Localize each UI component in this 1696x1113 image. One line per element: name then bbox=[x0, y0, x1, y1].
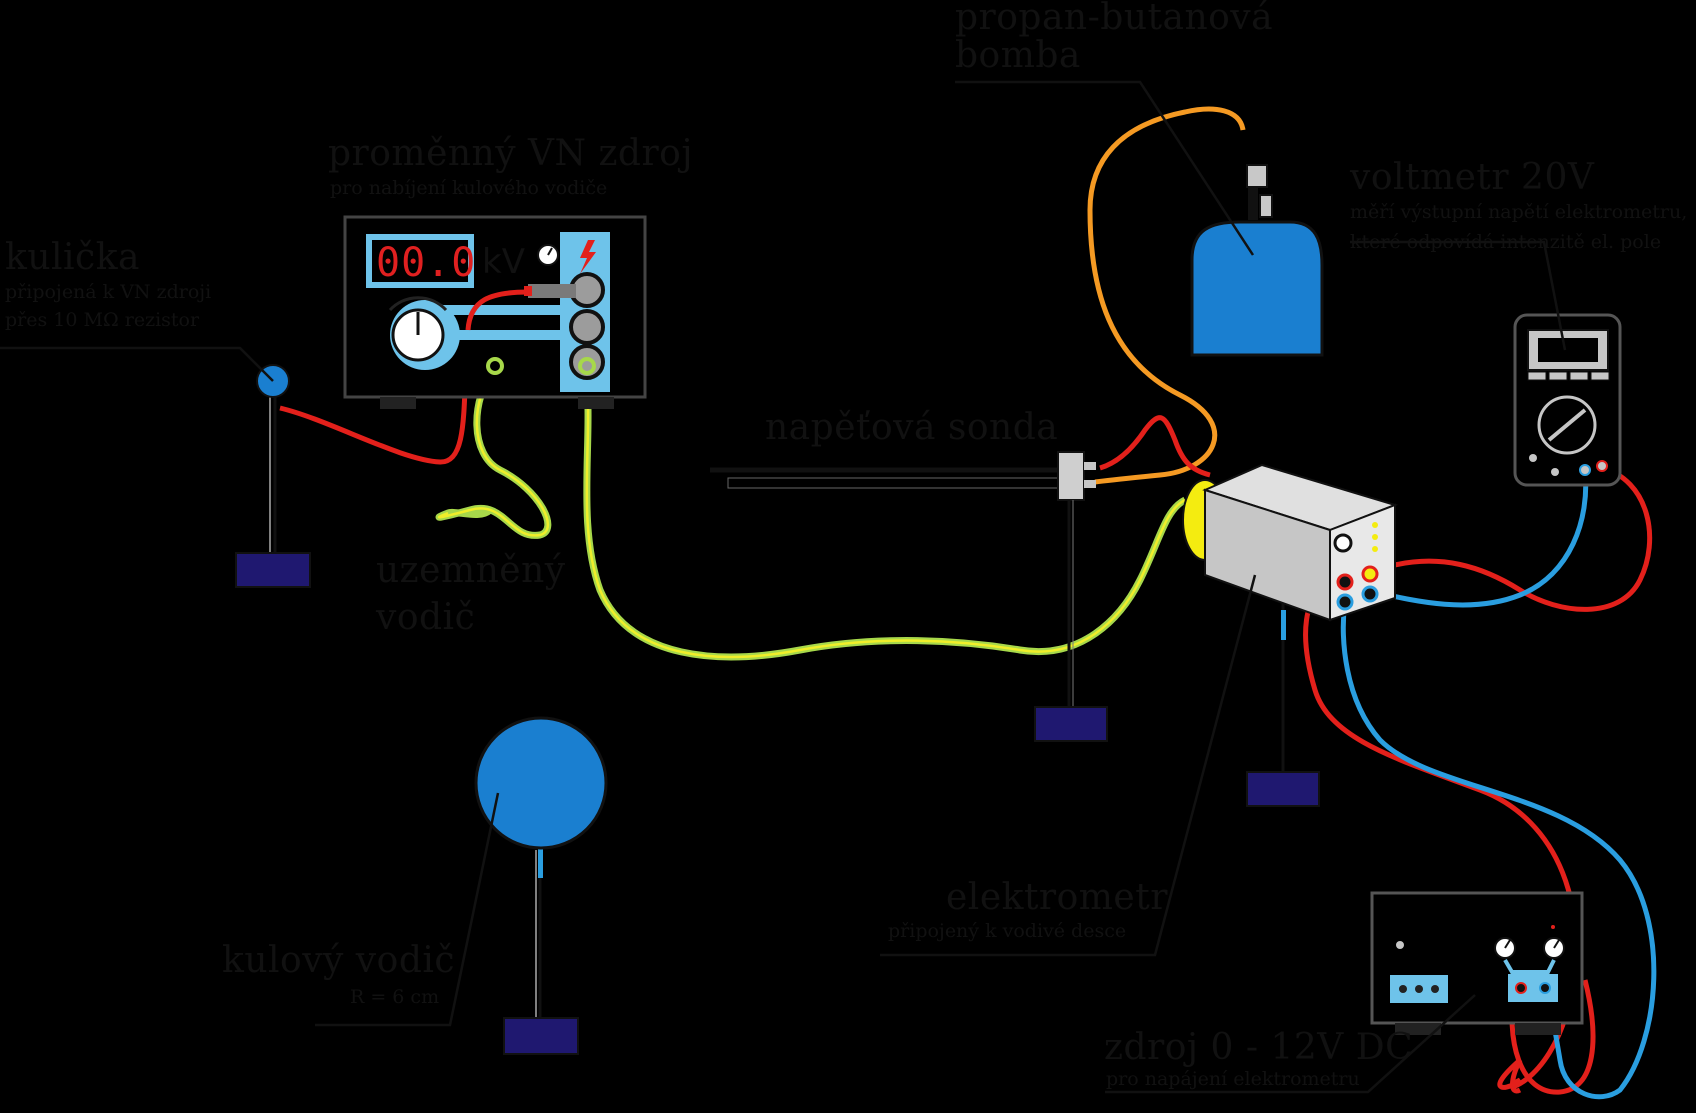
electrometer-terminal-red[interactable] bbox=[1336, 573, 1354, 591]
voltmeter-label-sub1: měří výstupní napětí elektrometru, bbox=[1350, 201, 1688, 223]
hv-source-subtitle: pro nabíjení kulového vodiče bbox=[330, 177, 608, 199]
electrometer-label-subtitle: připojený k vodivé desce bbox=[888, 920, 1127, 942]
sphere-conductor bbox=[474, 716, 608, 1055]
ground-wire-long bbox=[581, 369, 1187, 661]
ball-label-sub2: přes 10 MΩ rezistor bbox=[5, 309, 200, 331]
probe-red-wire bbox=[1099, 415, 1211, 478]
propane-bottle bbox=[1190, 164, 1324, 357]
propane-label-line2: bomba bbox=[955, 35, 1081, 76]
ball-label-title: kulička bbox=[5, 237, 140, 278]
hv-source-title: proměnný VN zdroj bbox=[328, 133, 694, 174]
lightning-icon bbox=[580, 240, 596, 274]
sphere-label-subtitle: R = 6 cm bbox=[350, 986, 440, 1008]
propane-label-line1: propan-butanová bbox=[955, 0, 1274, 38]
dc-supply-device bbox=[1370, 891, 1584, 1035]
voltmeter-device bbox=[1513, 313, 1622, 487]
electrometer-terminal-black[interactable] bbox=[1336, 593, 1354, 611]
sphere-label-title: kulový vodič bbox=[222, 940, 456, 981]
dc-source-label-title: zdroj 0 - 12V DC bbox=[1104, 1027, 1414, 1068]
hv-source-device bbox=[343, 215, 647, 409]
small-ball bbox=[235, 364, 311, 588]
voltmeter-blue-wire bbox=[1374, 469, 1589, 608]
ground-wire-label-line2: vodič bbox=[376, 597, 476, 638]
electrometer-terminal-black-2[interactable] bbox=[1361, 585, 1379, 603]
ball-label-sub1: připojená k VN zdroji bbox=[5, 281, 212, 303]
voltmeter-label-sub2: které odpovídá intenzitě el. pole bbox=[1350, 231, 1662, 253]
dc-blue-wire bbox=[1340, 599, 1657, 1100]
hv-display-value: 00.0 bbox=[376, 240, 477, 286]
dc-red-wire-2 bbox=[1509, 979, 1596, 1095]
voltage-probe bbox=[710, 451, 1108, 742]
probe-label: napěťová sonda bbox=[765, 407, 1059, 448]
dc-source-label-subtitle: pro napájení elektrometru bbox=[1106, 1068, 1360, 1090]
gas-hose-wire bbox=[1087, 106, 1246, 485]
electrometer-terminal-yellow[interactable] bbox=[1361, 565, 1379, 583]
ground-wire-label-line1: uzemněný bbox=[376, 550, 566, 591]
ground-wire-short bbox=[435, 365, 552, 539]
electrometer-device bbox=[1182, 463, 1399, 807]
electrometer-label-title: elektrometr bbox=[946, 877, 1168, 918]
voltmeter-label-title: voltmetr 20V bbox=[1350, 157, 1595, 198]
leader-lines bbox=[0, 80, 1567, 1094]
voltmeter-red-wire bbox=[1394, 464, 1653, 612]
hv-display-unit: kV bbox=[482, 242, 525, 282]
hv-terminal-2[interactable] bbox=[569, 309, 605, 345]
